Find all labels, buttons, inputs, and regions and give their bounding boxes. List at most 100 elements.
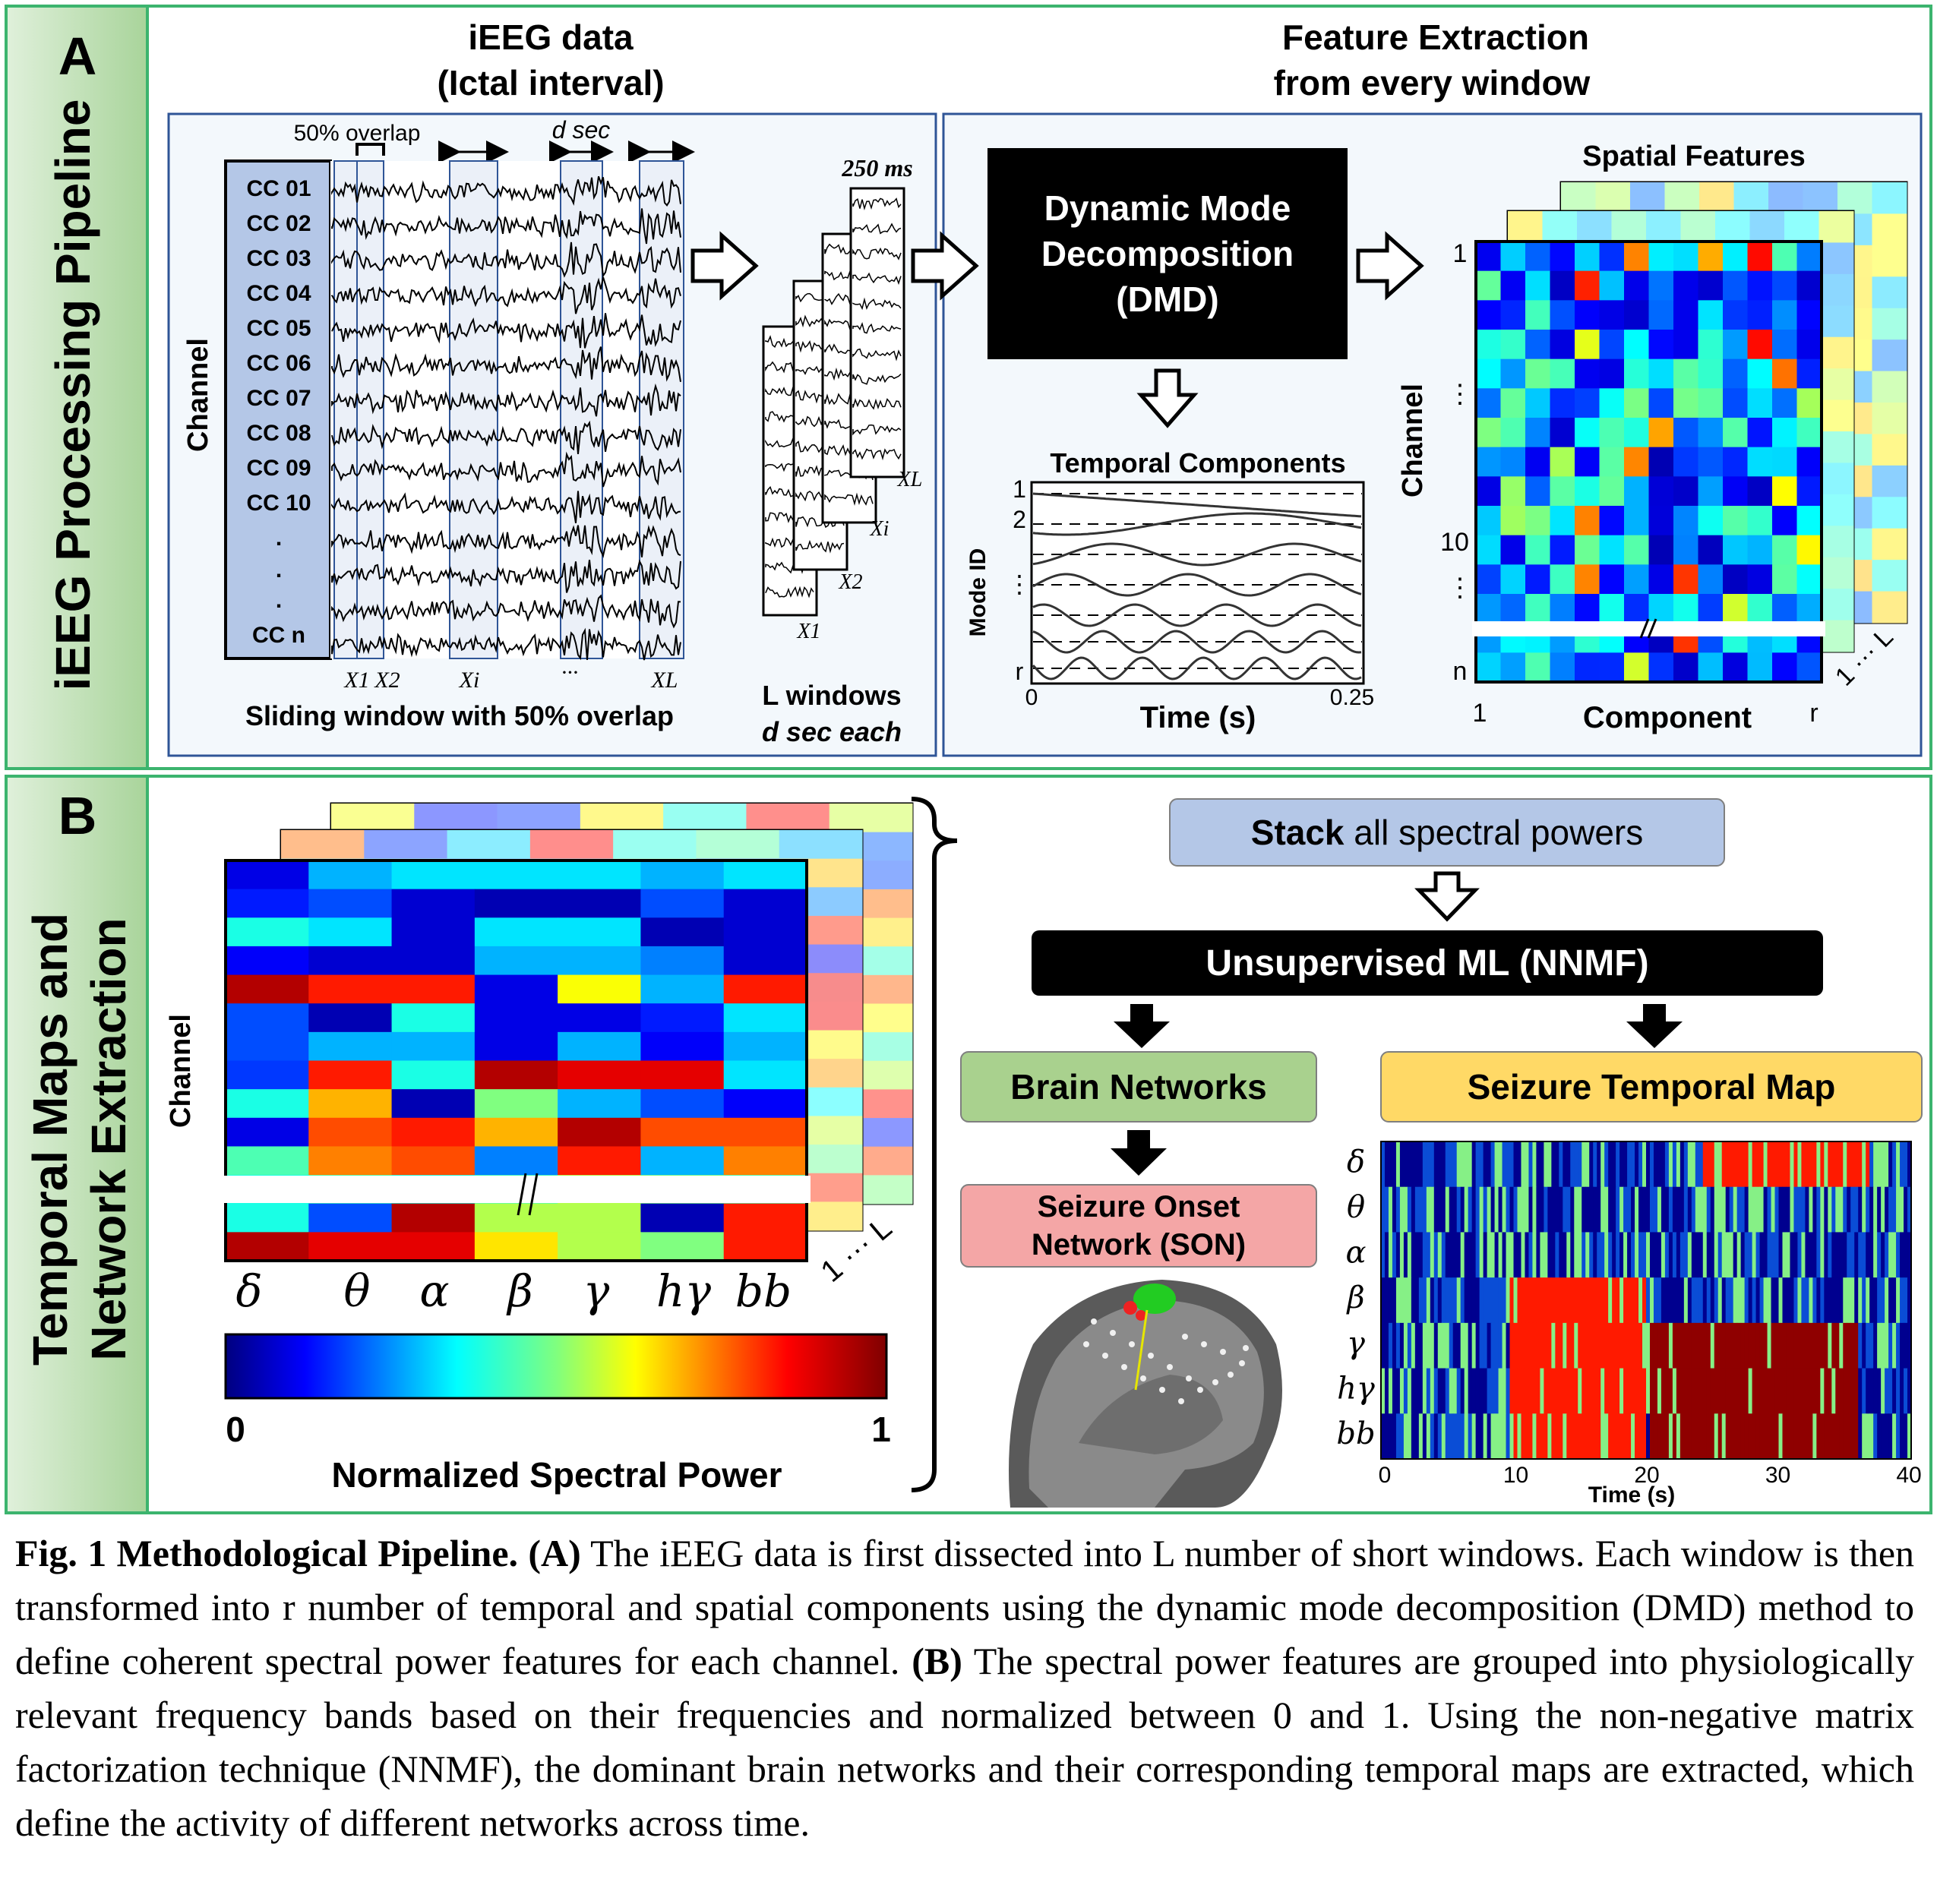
seizure-map-cell [1642,1368,1647,1414]
spatial-cell [1575,270,1600,301]
seizure-map-cell [1698,1368,1704,1414]
seizure-map-cell [1657,1413,1662,1460]
seizure-map-cell [1456,1368,1461,1414]
temporal-plot-frame [1030,481,1365,685]
seizure-map-cell [1479,1368,1484,1414]
spatial-stack-cell [1872,403,1907,434]
arrow-to-nnmf [1414,871,1480,922]
dmd-box [987,148,1348,359]
seizure-map-cell [1487,1232,1492,1278]
seizure-map-cell [1702,1186,1708,1233]
band-stack-cell [829,804,913,833]
seizure-map-cell [1759,1232,1765,1278]
seizure-map-cell [1862,1141,1866,1188]
seizure-map-cell [1771,1368,1776,1414]
seizure-map-cell [1392,1232,1397,1278]
seizure-map-cell [1862,1322,1866,1369]
seizure-map-cell [1896,1413,1901,1460]
break-mark-1 [1639,618,1650,639]
seizure-map-cell [1885,1232,1889,1278]
panel-a-sidebar [8,8,146,767]
seizure-map-cell [1525,1277,1530,1324]
band-cell [640,1031,725,1061]
spatial-cell [1673,447,1698,477]
seizure-map-cell [1691,1368,1696,1414]
seizure-map-cell [1835,1186,1840,1233]
seizure-map-cell [1616,1141,1620,1188]
seizure-map-cell [1593,1368,1597,1414]
seizure-map-cell [1646,1186,1651,1233]
spatial-cell [1796,564,1822,595]
window-label: X2 [374,668,400,693]
seizure-map-cell [1774,1322,1780,1369]
seizure-map-cell [1433,1186,1439,1233]
seizure-map-cell [1384,1277,1389,1324]
spatial-cell [1500,447,1526,477]
seizure-map-cell [1850,1277,1855,1324]
seizure-map-cell [1430,1186,1435,1233]
spatial-cell [1648,594,1674,624]
dmd-line-3: (DMD) [1116,279,1218,319]
spatial-cell [1624,564,1649,595]
seizure-map-cell [1850,1141,1855,1188]
seizure-map-cell [1528,1277,1534,1324]
seizure-map-cell [1828,1322,1832,1369]
seizure-map-cell [1638,1141,1643,1188]
spatial-cell [1599,594,1625,624]
seizure-map-cell [1812,1368,1817,1414]
spatial-cell [1747,564,1773,595]
band-cell [226,1089,309,1119]
seizure-map-cell [1566,1413,1571,1460]
seizure-map-cell [1521,1232,1526,1278]
seizure-map-cell [1619,1186,1624,1233]
spatial-cell [1599,388,1625,418]
seizure-map-cell [1721,1413,1727,1460]
spatial-cell [1550,535,1575,565]
seizure-map-cell [1740,1141,1746,1188]
seizure-map-cell [1490,1413,1496,1460]
seizure-map-cell [1862,1277,1866,1324]
seizure-map-cell [1407,1186,1412,1233]
seizure-map-cell [1619,1322,1624,1369]
seizure-map-cell [1824,1186,1828,1233]
seizure-map-cell [1877,1232,1882,1278]
spatial-cell [1599,447,1625,477]
spatial-cell [1500,330,1526,360]
spatial-heatmap-frame [1474,240,1823,684]
seizure-map-cell [1525,1322,1530,1369]
seizure-map-cell [1551,1141,1556,1188]
seizure-map-cell [1881,1141,1885,1188]
spatial-cell [1673,594,1698,624]
spatial-cell [1476,652,1501,683]
seizure-map-cell [1858,1413,1863,1460]
seizure-map-cell [1585,1277,1590,1324]
band-cell [558,946,641,976]
band-cell [391,1003,476,1033]
seizure-map-cell [1790,1322,1795,1369]
band-cell [391,1089,476,1119]
nnmf-label: Unsupervised ML (NNMF) [1205,943,1648,984]
spatial-cell [1747,388,1773,418]
seizure-map-cell [1790,1232,1795,1278]
spatial-y-tick-10: 10 [1440,528,1469,557]
band-cell [558,860,641,890]
spatial-cell [1575,652,1600,683]
band-cell [474,1060,558,1090]
seizure-map-x-tick: 30 [1765,1463,1790,1488]
seizure-map-cell [1854,1186,1859,1233]
band-cell [723,1031,807,1061]
spatial-cell [1476,388,1501,418]
seizure-map-cell [1418,1141,1424,1188]
seizure-map-cell [1475,1186,1480,1233]
seizure-map-cell [1494,1322,1499,1369]
seizure-map-cell [1710,1277,1715,1324]
seizure-map-cell [1468,1232,1473,1278]
seizure-map-cell [1748,1186,1753,1233]
seizure-map-cell [1885,1368,1889,1414]
seizure-map-cell [1422,1277,1427,1324]
stacked-window-label: X1 [796,620,820,643]
seizure-map-cell [1896,1322,1901,1369]
seizure-map-cell [1850,1413,1855,1460]
seizure-map-cell [1563,1232,1567,1278]
